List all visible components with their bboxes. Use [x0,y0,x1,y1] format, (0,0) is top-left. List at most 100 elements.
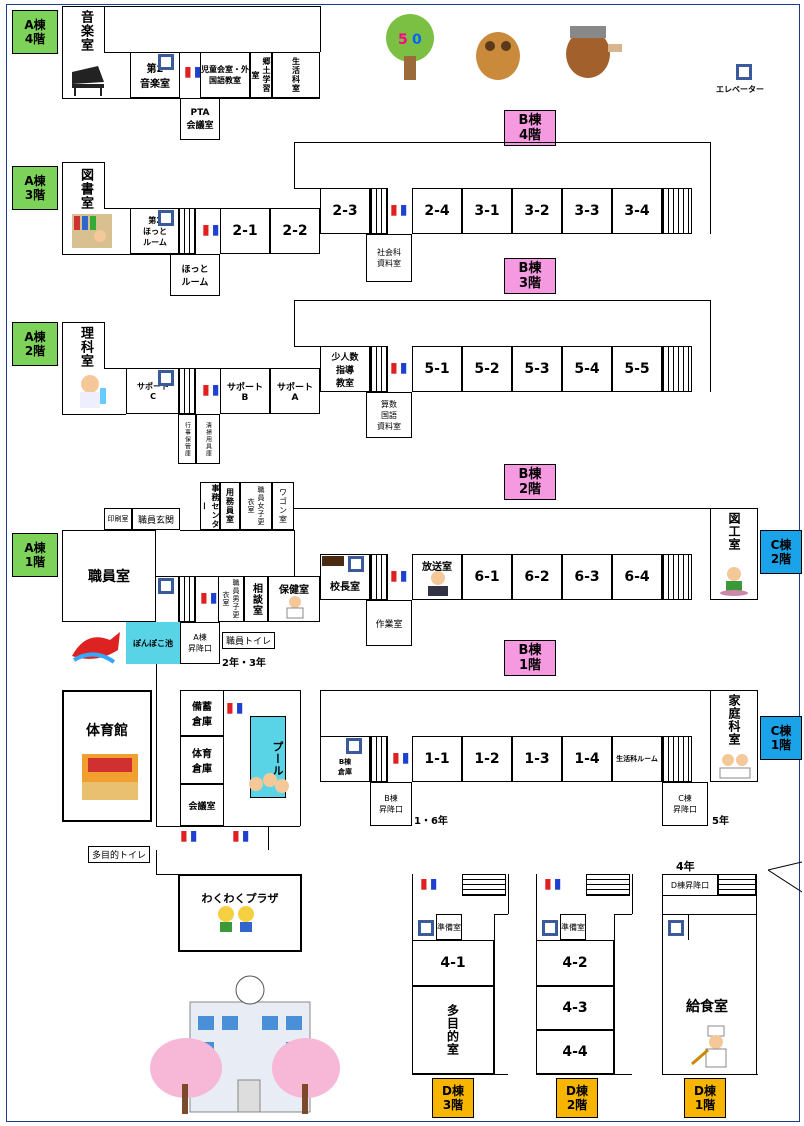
room-5-3: 5-3 [512,346,562,392]
stairs-b1 [370,736,388,782]
toilet-icon-multi-b: ▮▮ [232,828,250,844]
toilet-icon-b2: ▮▮ [390,360,408,376]
room-2-4: 2-4 [412,188,462,234]
room-male-lockers: 職員男子更衣室 [218,576,244,622]
library-icon [72,214,112,248]
room-home-econ: 家庭科室 [727,694,741,746]
room-math: 算数 国語 資料室 [366,392,412,438]
elevator-icon-d2 [542,920,558,936]
room-5-1: 5-1 [412,346,462,392]
room-5-5: 5-5 [612,346,662,392]
grade-2-3: 2年・3年 [222,658,266,669]
toilet-icon-d2: ▮▮ [544,876,562,892]
room-4-2: 4-2 [536,940,614,986]
room-1-3: 1-3 [512,736,562,782]
room-2-1: 2-1 [220,208,270,254]
grade-4: 4年 [676,860,695,873]
room-2-3: 2-3 [320,188,370,234]
room-4-3: 4-3 [536,986,614,1030]
label-a3: A棟 3階 [12,166,58,210]
label-b3: B棟 3階 [504,258,556,294]
svg-text:0: 0 [412,32,422,48]
room-science: 理科室 [78,326,93,368]
stairs-c1 [662,736,692,782]
room-social: 社会科 資料室 [366,234,412,282]
elevator-icon-d3 [418,920,434,936]
room-prep-d2: 準備室 [560,914,586,940]
room-print: 印刷室 [104,508,132,530]
room-meeting: 会議室 [180,784,224,826]
room-5-4: 5-4 [562,346,612,392]
elevator-icon-a2 [158,370,174,386]
school-building-icon [150,975,340,1114]
corner-pointer-icon [768,861,802,893]
painter-icon [720,567,748,596]
swimmers-icon [249,773,289,793]
label-b2: B棟 2階 [504,464,556,500]
label-b1: B棟 1階 [504,640,556,676]
room-office-center: 事務センター [200,482,220,530]
stairs-d2 [586,874,630,896]
lift-d: D棟昇降口 [662,874,718,896]
note-multi-toilet: 多目的トイレ [88,846,151,863]
room-small-group: 少人数 指導 教室 [320,346,370,392]
toilet-icon-pool: ▮▮ [226,700,244,716]
elevator-icon-a1 [158,578,174,594]
room-library: 図書室 [78,168,93,210]
toilet-icon-a4: ▮▮ [184,64,202,80]
pond: ぽんぽこ池 [126,622,180,664]
room-6-4: 6-4 [612,554,662,600]
kids-icon [218,906,254,932]
label-d3: D棟 3階 [432,1078,474,1118]
label-d2: D棟 2階 [556,1078,598,1118]
principal-sign-icon [322,556,344,566]
stairs-a2 [178,368,196,414]
stairs-b1-upper [370,554,388,600]
room-3-1: 3-1 [462,188,512,234]
room-6-2: 6-2 [512,554,562,600]
elevator-legend-icon [736,64,752,80]
room-music: 音楽室 [78,10,93,52]
stairs-d1 [718,874,756,896]
stairs-b2 [370,346,388,392]
room-support-b: サポート B [220,368,270,414]
room-custodian: 用務員室 [220,482,240,530]
room-stock: 備蓄 倉庫 [180,690,224,736]
chef-icon [691,1025,727,1068]
room-staff: 職員室 [62,530,156,622]
legend-elevator: エレベーター [716,85,764,94]
elevator-icon-b1 [346,738,362,754]
room-hot: ほっと ルーム [170,254,220,296]
room-prep-d3: 準備室 [436,914,462,940]
room-6-1: 6-1 [462,554,512,600]
lift-c: C棟 昇降口 [662,782,708,826]
mascot-tanuki-icon [476,32,520,80]
room-support-c: サポート C [126,368,180,414]
room-wagon: ワゴン室 [272,482,294,530]
room-5-2: 5-2 [462,346,512,392]
room-life-science: 生活科ルーム [612,736,662,782]
elevator-icon-a4 [158,54,174,70]
toilet-icon-a2: ▮▮ [202,382,220,398]
note-staff-toilet: 職員トイレ [222,632,276,649]
room-staff-entrance: 職員玄関 [132,508,180,530]
room-art: 図工室 [727,512,741,551]
nurse-icon [286,596,304,619]
elevator-icon-b1-upper [348,556,364,572]
room-4-4: 4-4 [536,1030,614,1074]
stairs-a1 [178,576,196,622]
room-gym-store: 体育 倉庫 [180,736,224,784]
svg-text:5: 5 [398,32,408,48]
label-c1: C棟 1階 [760,716,802,760]
label-b4: B棟 4階 [504,110,556,146]
room-event-store: 行事保管庫 [178,414,196,464]
room-support-a: サポート A [270,368,320,414]
piano-icon [72,66,104,96]
room-6-3: 6-3 [562,554,612,600]
lift-b: B棟 昇降口 [370,782,412,826]
stairs-b3-east [662,188,692,234]
room-1-4: 1-4 [562,736,612,782]
room-cleaning: 清掃用具庫 [196,414,220,464]
grade-5: 5年 [712,816,729,827]
toilet-icon-b3: ▮▮ [390,202,408,218]
